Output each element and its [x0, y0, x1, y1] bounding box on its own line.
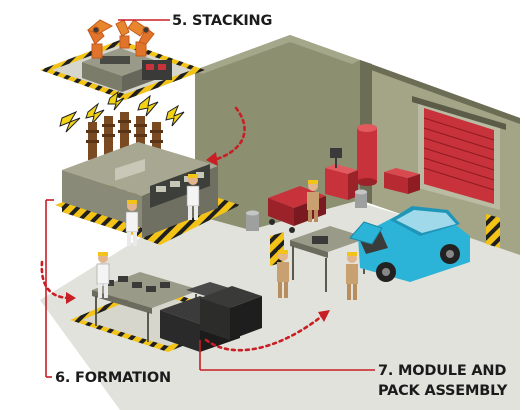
trash-bin-icon — [246, 210, 259, 231]
flow-arrow-stacking-to-formation — [212, 106, 246, 162]
assembly-label-line2: PACK ASSEMBLY — [378, 383, 508, 399]
red-cabinet — [384, 168, 420, 194]
wall-top-ledge — [360, 60, 520, 124]
assembly-table — [290, 226, 368, 292]
worker-icon — [346, 252, 358, 300]
worker-icon — [307, 180, 319, 222]
formation-machine — [62, 142, 218, 238]
car-icon — [349, 206, 470, 282]
tool-cart — [325, 148, 358, 200]
assembly-leader-line — [199, 340, 375, 371]
trash-bin-icon — [355, 189, 367, 208]
lightning-bolt-icon — [59, 90, 185, 133]
assembly-label-line1: 7. MODULE AND — [378, 363, 506, 379]
worker-icon — [125, 200, 139, 246]
formation-storage-rack — [200, 286, 262, 340]
storage-tank — [357, 124, 377, 186]
back-wall-left — [195, 35, 360, 230]
transformer-insulators — [86, 112, 163, 160]
arrowhead-assembly — [318, 310, 330, 322]
flow-arrow-bench-to-assembly — [204, 314, 324, 352]
arrowhead-formation — [206, 152, 218, 166]
garage-door-icon — [412, 96, 506, 210]
assembly-hazard-post — [270, 232, 284, 266]
worker-icon — [96, 252, 110, 298]
flow-arrowheads — [66, 152, 330, 322]
formation-label: 6. FORMATION — [55, 370, 171, 386]
formation-leader-line — [45, 199, 54, 378]
worker-icon — [186, 174, 200, 220]
stacking-label: 5. STACKING — [172, 13, 272, 29]
arrowhead-bench — [66, 292, 76, 304]
worker-icon — [277, 250, 289, 298]
robot-arm-icon — [87, 19, 114, 59]
robot-arm-icon — [127, 19, 155, 57]
garage-hazard-post — [486, 214, 500, 248]
wall-top-edge — [195, 35, 360, 74]
